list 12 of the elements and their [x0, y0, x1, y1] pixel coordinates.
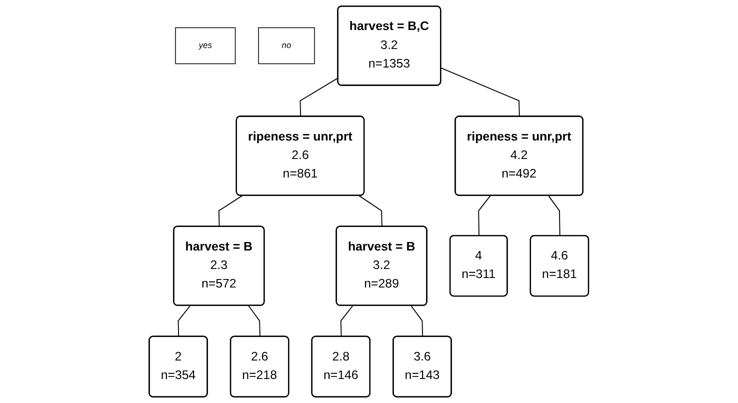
connector [358, 195, 383, 228]
connector [440, 67, 520, 118]
node-box: no [258, 27, 316, 64]
connector [300, 77, 339, 118]
connector [340, 305, 354, 338]
connector [218, 195, 243, 228]
connector [410, 305, 424, 338]
node-box: yes [175, 27, 236, 64]
connector [248, 305, 261, 338]
connector [178, 305, 191, 338]
connector [548, 195, 560, 236]
connector [478, 195, 491, 236]
